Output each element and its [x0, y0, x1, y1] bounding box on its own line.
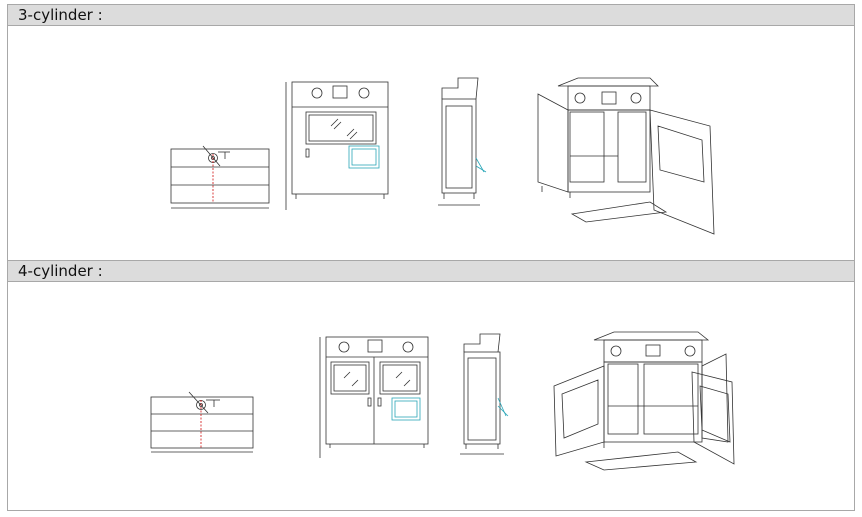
- section-drawings-4-cylinder: [8, 282, 854, 510]
- front-view-drawing: [285, 81, 389, 210]
- front-view-drawing: [319, 336, 429, 458]
- perspective-view-drawing: [537, 77, 715, 235]
- section-header-4-cylinder: 4-cylinder :: [8, 260, 854, 282]
- side-view-drawing: [460, 333, 509, 455]
- section-drawings-3-cylinder: [8, 26, 854, 260]
- spec-table: 3-cylinder :: [7, 4, 855, 511]
- top-view-drawing: [170, 145, 270, 209]
- side-view-drawing: [438, 77, 487, 206]
- perspective-view-drawing: [553, 331, 735, 471]
- section-header-3-cylinder: 3-cylinder :: [8, 4, 854, 26]
- top-view-drawing: [150, 391, 254, 453]
